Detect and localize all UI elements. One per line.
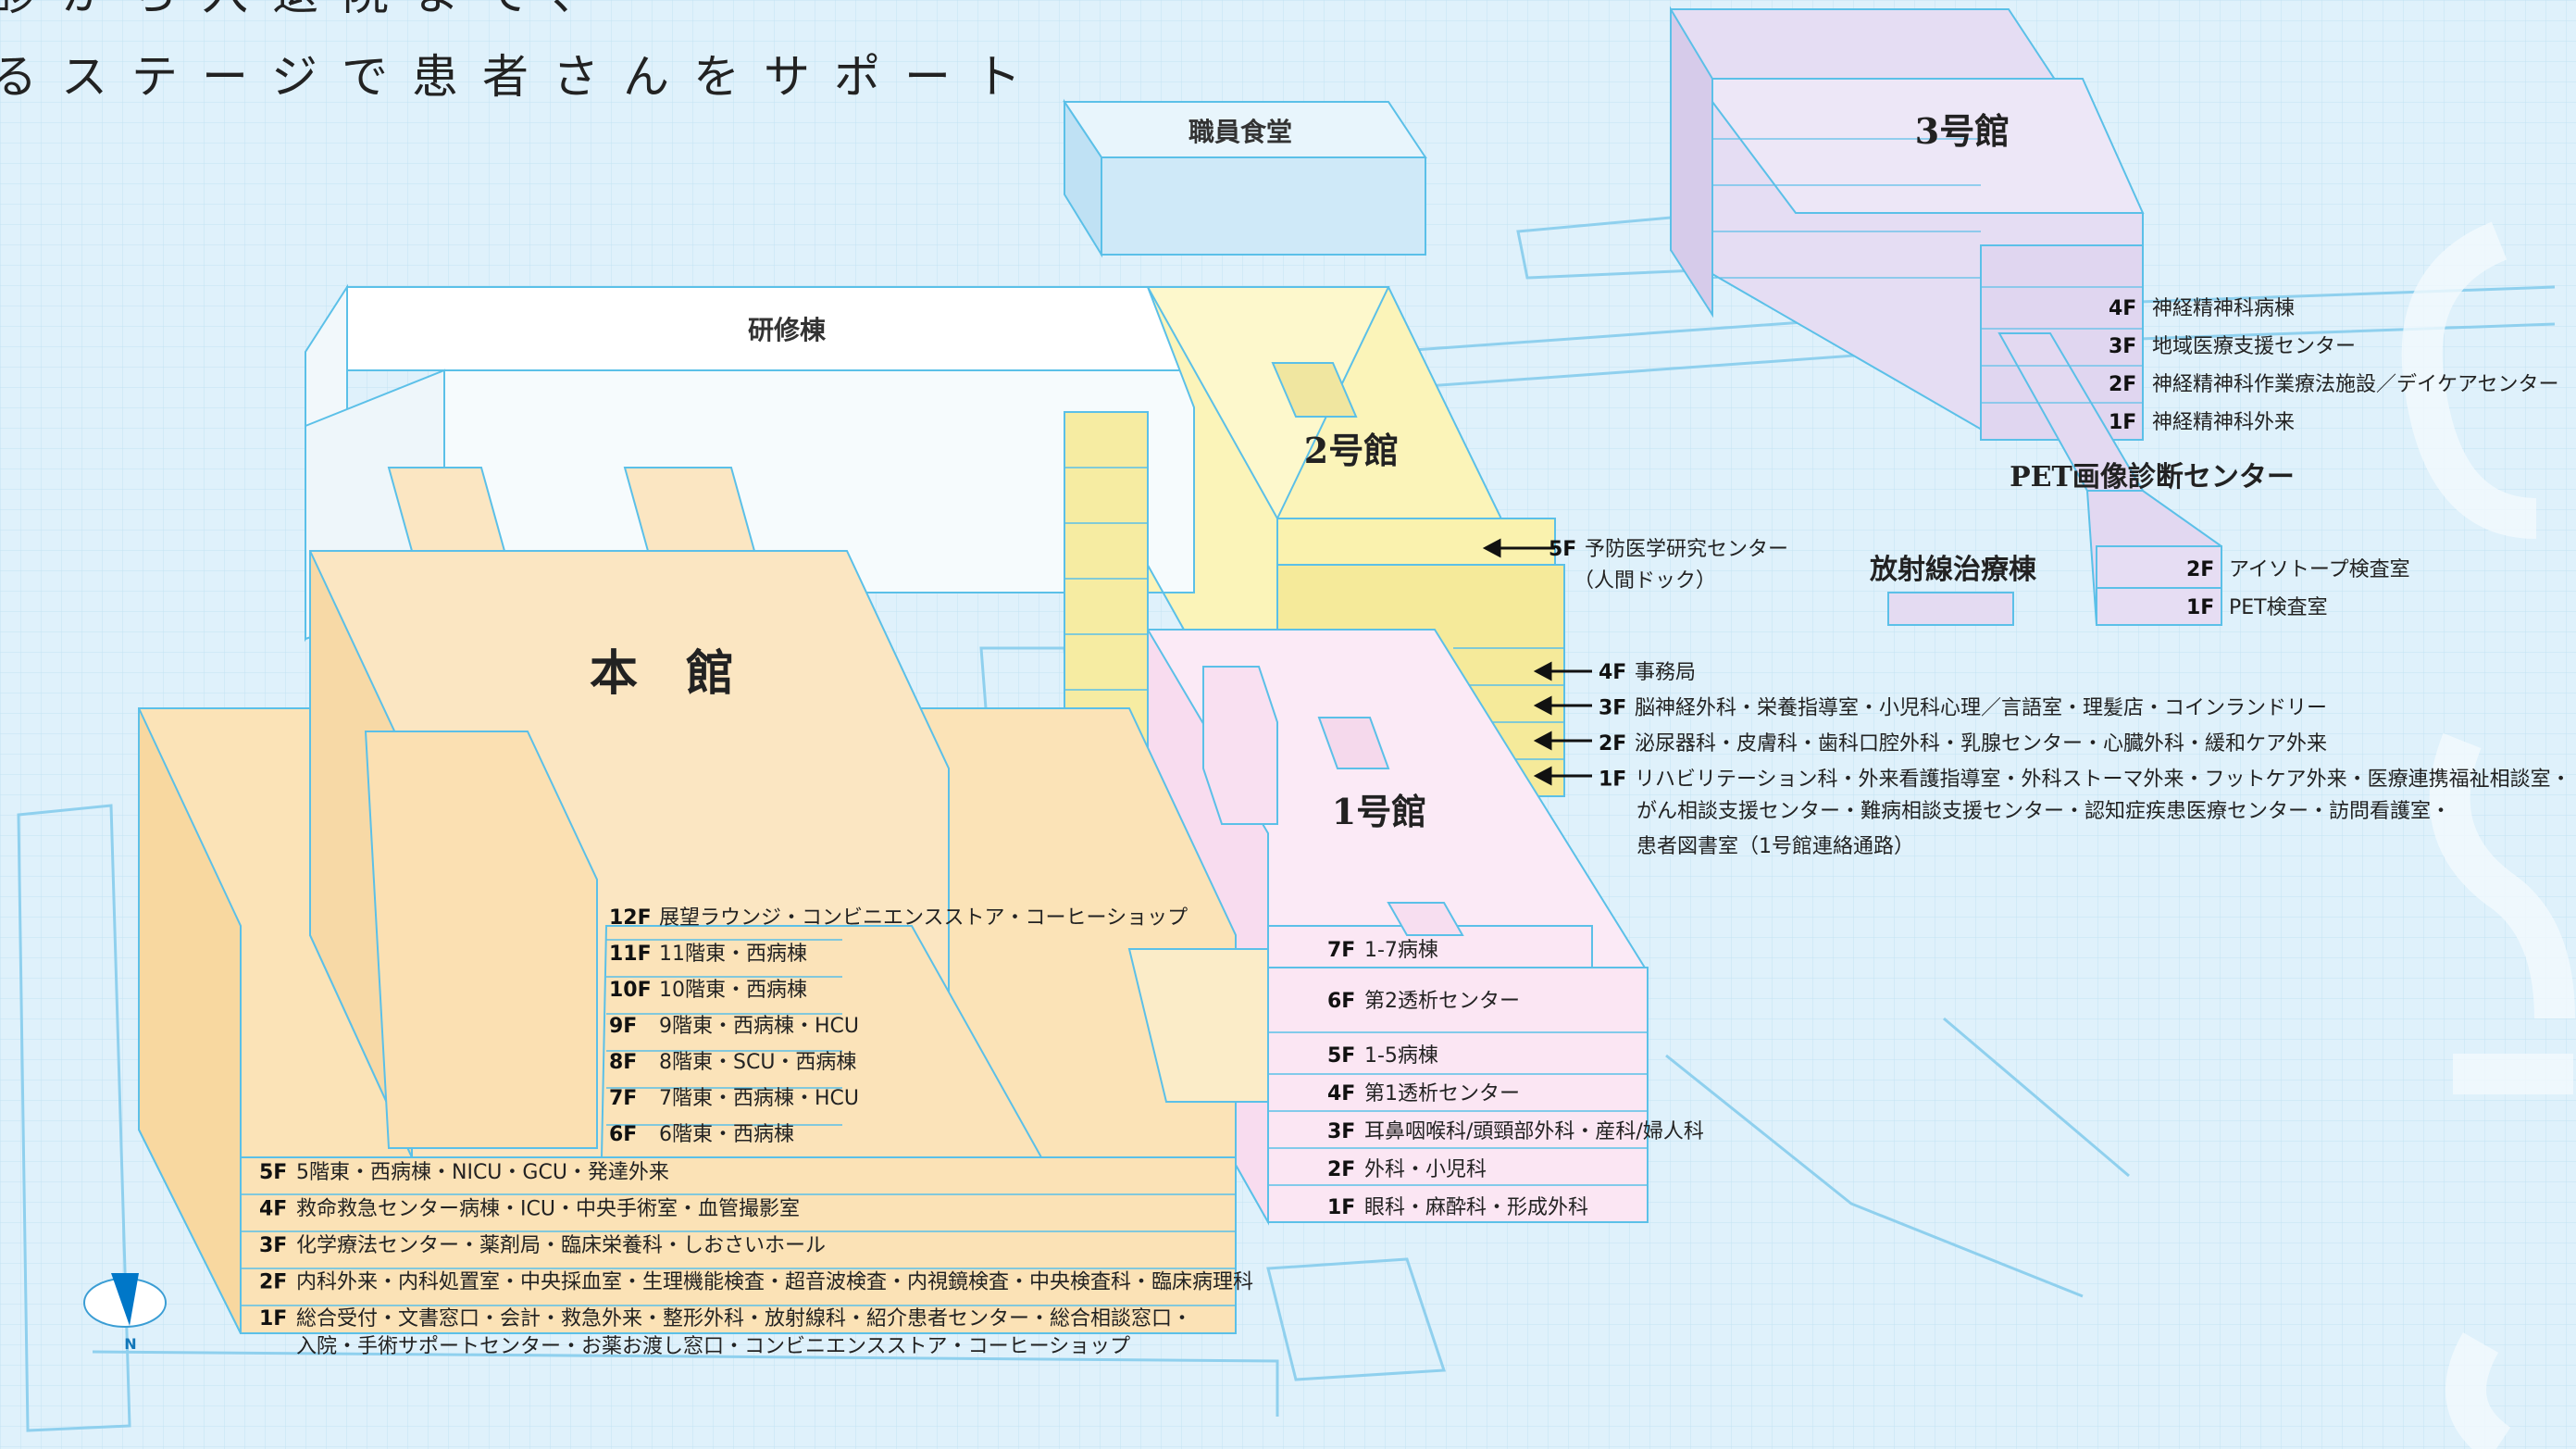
building-1-floor-label: 眼科・麻酔科・形成外科 (1364, 1196, 1588, 1219)
building-3-floor-list: 4F 神経精神科病棟 3F 地域医療支援センター 2F 神経精神科作業療法施設／デイケアセ… (2109, 297, 2559, 434)
building-3-floor-label: 神経精神科病棟 (2152, 297, 2295, 320)
building-2-floor-code: 3F (1599, 697, 1626, 720)
main-lower-floor-code: 3F (259, 1234, 287, 1257)
pet-center-floor-code: 2F (2186, 558, 2214, 581)
compass-icon (83, 1273, 167, 1328)
building-1-floor-list: 7F 1-7病棟 6F 第2透析センター 5F 1-5病棟 4F 第1透析センター 3F 耳鼻咽喉… (1327, 939, 1704, 1219)
building-2-5f-sub: （人間ドック） (1574, 569, 1716, 593)
main-upper-floor-label: 8階東・SCU・西病棟 (659, 1051, 856, 1074)
main-lower-floor-code: 5F (259, 1161, 287, 1184)
building-3-floor-code: 2F (2109, 373, 2136, 396)
main-upper-floor-label: 展望ラウンジ・コンビニエンスストア・コーヒーショップ (659, 906, 1188, 930)
training-building-label: 研修棟 (748, 315, 827, 345)
building-2-1f-line-3: 患者図書室（1号館連絡通路） (1636, 835, 1914, 858)
main-upper-floor-code: 9F (609, 1015, 637, 1038)
building-2-5f-label: 予防医学研究センター (1585, 538, 1788, 561)
building-1-floor-label: 外科・小児科 (1364, 1158, 1487, 1181)
main-upper-floor-label: 11階東・西病棟 (659, 943, 807, 966)
main-lower-floor-label: 総合受付・文書窓口・会計・救急外来・整形外科・放射線科・紹介患者センター・総合相… (296, 1307, 1192, 1330)
building-1-label: 1号館 (1332, 791, 1426, 832)
main-upper-floor-label: 7階東・西病棟・HCU (659, 1087, 859, 1110)
building-2-floor-code: 4F (1599, 661, 1626, 684)
pet-center-floor-label: アイソトープ検査室 (2229, 558, 2410, 581)
building-2-floor-label: 脳神経外科・栄養指導室・小児科心理／言語室・理髪店・コインランドリー (1635, 697, 2327, 720)
building-2-label: 2号館 (1304, 430, 1399, 471)
radiation-building (1887, 592, 2014, 626)
decorative-lettering (2401, 221, 2575, 1449)
building-1-floor-label: 耳鼻咽喉科/頭頸部外科・産科/婦人科 (1364, 1120, 1704, 1143)
building-1-floor-code: 1F (1327, 1196, 1355, 1219)
pet-center-floor-list: 2F アイソトープ検査室 1F PET検査室 (2186, 558, 2410, 619)
main-lower-floor-code: 2F (259, 1271, 287, 1294)
main-upper-floor-label: 9階東・西病棟・HCU (659, 1015, 859, 1038)
main-building (138, 467, 1237, 1334)
main-lower-floor-label: 5階東・西病棟・NICU・GCU・発達外来 (296, 1161, 669, 1184)
building-2-floor-label: 事務局 (1635, 661, 1696, 684)
building-2-arrows (1482, 538, 1592, 786)
main-upper-floor-label: 6階東・西病棟 (659, 1123, 794, 1146)
building-2-floor-label: リハビリテーション科・外来看護指導室・外科ストーマ外来・フットケア外来・医療連携… (1635, 768, 2571, 792)
building-1-floor-label: 第1透析センター (1364, 1082, 1520, 1105)
building-3-floor-code: 3F (2109, 335, 2136, 358)
building-1-floor-code: 5F (1327, 1044, 1355, 1068)
main-upper-floor-code: 11F (609, 943, 652, 966)
pet-center-floor-label: PET検査室 (2229, 596, 2328, 619)
building-1-floor-code: 3F (1327, 1120, 1355, 1143)
building-3-floor-label: 神経精神科作業療法施設／デイケアセンター (2152, 373, 2559, 396)
main-lower-floor-list: 5F 5階東・西病棟・NICU・GCU・発達外来 4F 救命救急センター病棟・ICU・… (259, 1161, 1253, 1330)
headline-line-1: 診から入退院まで、 (0, 0, 622, 20)
main-1f-label-line-2: 入院・手術サポートセンター・お薬お渡し窓口・コンビニエンスストア・コーヒーショッ… (296, 1335, 1130, 1358)
pet-center-floor-code: 1F (2186, 596, 2214, 619)
main-upper-floor-code: 12F (609, 906, 652, 930)
cafeteria-building (1063, 98, 1427, 258)
main-lower-floor-label: 救命救急センター病棟・ICU・中央手術室・血管撮影室 (296, 1198, 800, 1221)
pet-center-building (2085, 490, 2222, 626)
building-1-floor-lines (1268, 967, 1648, 1186)
cafeteria-label: 職員食堂 (1188, 117, 1292, 147)
building-1-floor-label: 1-7病棟 (1364, 939, 1438, 962)
building-1-floor-label: 1-5病棟 (1364, 1044, 1438, 1068)
main-upper-floor-list: 12F 展望ラウンジ・コンビニエンスストア・コーヒーショップ 11F 11階東・西病棟… (609, 906, 1188, 1146)
building-3 (1670, 6, 2145, 492)
building-2-floor-list: 4F 事務局 3F 脳神経外科・栄養指導室・小児科心理／言語室・理髪店・コインランドリ… (1599, 661, 2571, 792)
building-3-floor-code: 1F (2109, 411, 2136, 434)
compass-label: N (124, 1335, 136, 1353)
pet-center-label: PET画像診断センター (2010, 461, 2295, 493)
main-upper-floor-label: 10階東・西病棟 (659, 979, 807, 1002)
main-lower-floor-code: 4F (259, 1198, 287, 1221)
building-3-floor-code: 4F (2109, 297, 2136, 320)
main-building-label: 本 館 (590, 645, 734, 702)
building-2-5f-code: 5F (1549, 538, 1576, 561)
headline-line-2: るステージで患者さんをサポート (0, 50, 1045, 104)
building-1-floor-code: 6F (1327, 990, 1355, 1013)
building-1-floor-code: 4F (1327, 1082, 1355, 1105)
building-3-floor-label: 地域医療支援センター (2152, 335, 2356, 358)
building-1-floor-code: 2F (1327, 1158, 1355, 1181)
building-2-floor-label: 泌尿器科・皮膚科・歯科口腔外科・乳腺センター・心臓外科・緩和ケア外来 (1635, 732, 2327, 756)
building-3-floor-lines (1712, 138, 2143, 404)
connector-block (1127, 948, 1269, 1103)
building-3-label: 3号館 (1915, 110, 2010, 152)
radiation-building-label: 放射線治療棟 (1869, 554, 2037, 586)
main-upper-floor-code: 8F (609, 1051, 637, 1074)
main-upper-floor-code: 6F (609, 1123, 637, 1146)
building-2-1f-line-2: がん相談支援センター・難病相談支援センター・認知症疾患医療センター・訪問看護室・ (1636, 800, 2451, 823)
main-lower-floor-code: 1F (259, 1307, 287, 1330)
road-outlines (17, 211, 2556, 1432)
main-lower-floor-label: 内科外来・内科処置室・中央採血室・生理機能検査・超音波検査・内視鏡検査・中央検査… (296, 1271, 1253, 1294)
main-lower-floor-label: 化学療法センター・薬剤局・臨床栄養科・しおさいホール (296, 1234, 826, 1257)
main-upper-floor-code: 10F (609, 979, 652, 1002)
main-upper-floor-code: 7F (609, 1087, 637, 1110)
main-building-floor-lines (241, 939, 1236, 1306)
building-2-floor-code: 1F (1599, 768, 1626, 792)
building-3-floor-label: 神経精神科外来 (2152, 411, 2295, 434)
building-1-floor-code: 7F (1327, 939, 1355, 962)
building-1-floor-label: 第2透析センター (1364, 990, 1520, 1013)
building-2-floor-code: 2F (1599, 732, 1626, 756)
